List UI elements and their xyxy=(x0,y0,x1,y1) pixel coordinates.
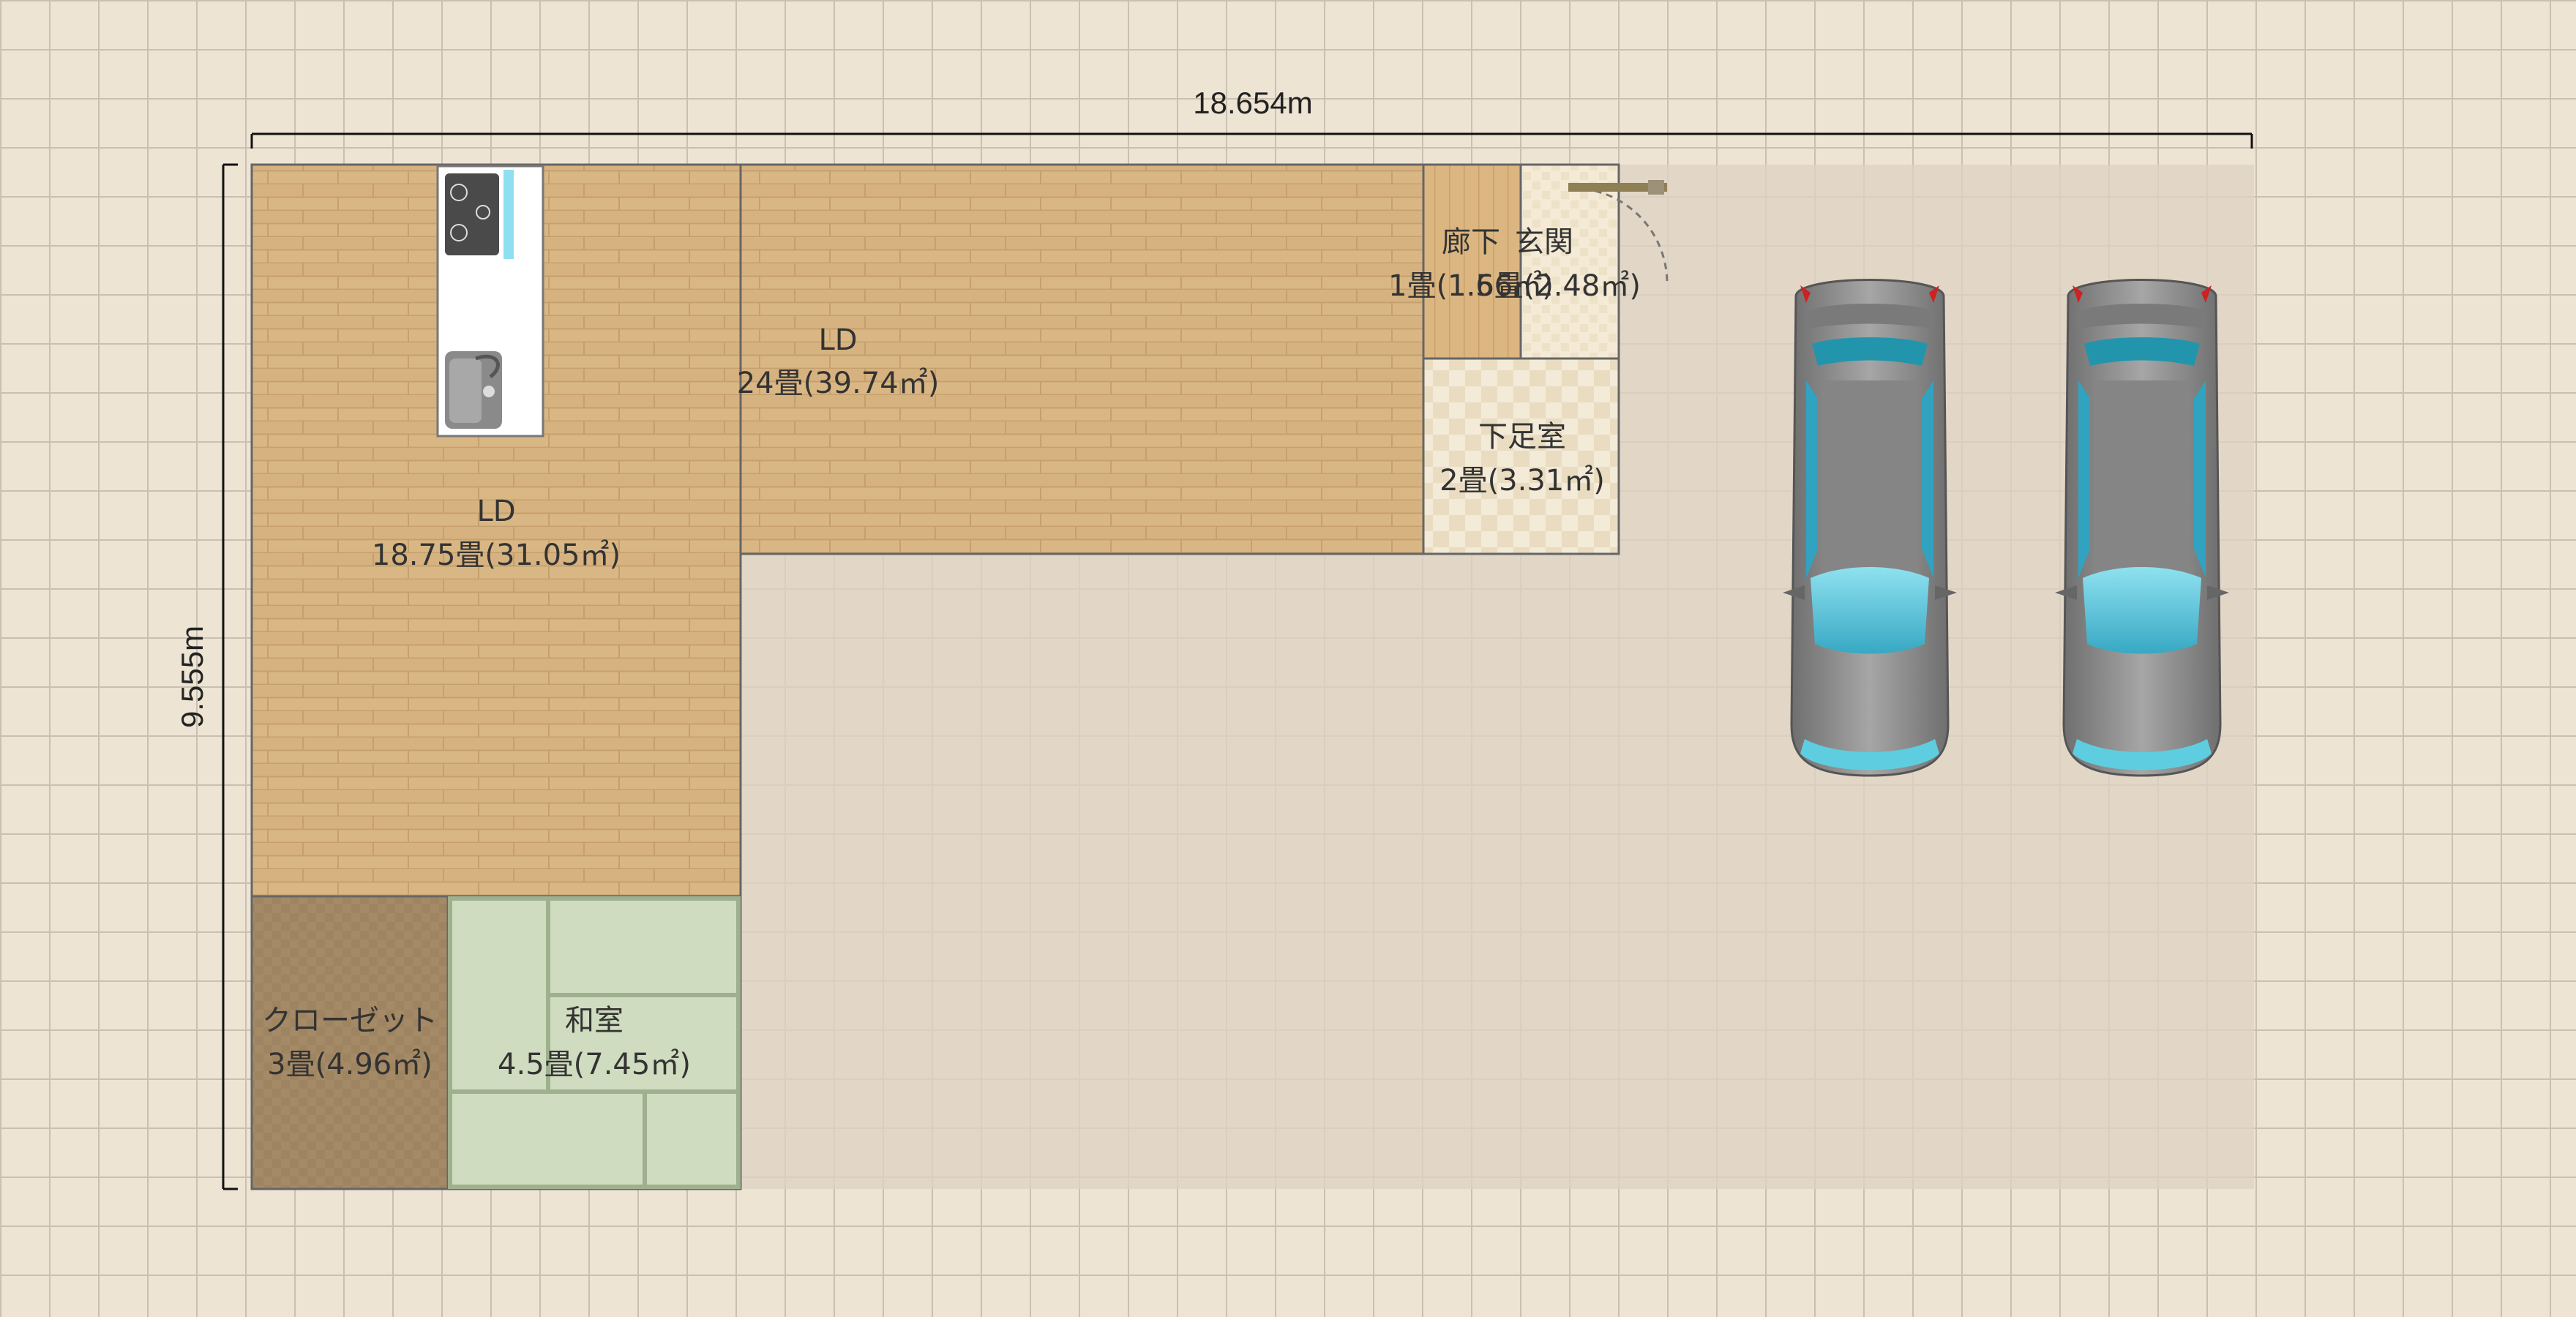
stove-icon xyxy=(445,170,514,259)
room-closet[interactable] xyxy=(250,895,449,1190)
room-washitsu[interactable] xyxy=(446,895,742,1190)
width-dimension-label: 18.654m xyxy=(1193,86,1312,120)
ld-upper-area: 24畳(39.74㎡) xyxy=(737,367,940,400)
kitchen-counter[interactable] xyxy=(436,165,544,438)
height-dimension: 9.555m xyxy=(175,163,238,1190)
room-entrance[interactable] xyxy=(1519,163,1620,360)
hallway-name: 廊下 xyxy=(1442,225,1500,259)
closet-name: クローゼット xyxy=(262,1004,438,1038)
ld-upper-name: LD xyxy=(818,323,857,357)
entrance-name: 玄関 xyxy=(1515,225,1573,259)
shoe-room-name: 下足室 xyxy=(1478,420,1566,454)
car-icon xyxy=(2053,279,2231,777)
room-shoe-room[interactable] xyxy=(1422,357,1620,555)
room-hallway[interactable] xyxy=(1422,163,1522,360)
width-dimension: 18.654m xyxy=(250,86,2253,149)
closet-area: 3畳(4.96㎡) xyxy=(267,1048,433,1081)
washitsu-area: 4.5畳(7.45㎡) xyxy=(498,1048,691,1081)
height-dimension-label: 9.555m xyxy=(175,626,209,728)
room-ld-upper[interactable] xyxy=(739,163,1425,555)
entrance-area: 1.5畳(2.48㎡) xyxy=(1448,269,1641,303)
ld-main-name: LD xyxy=(476,495,515,528)
ld-main-area: 18.75畳(31.05㎡) xyxy=(372,539,621,572)
hallway-area: 1畳(1.66㎡) xyxy=(1388,269,1554,303)
shoe-room-area: 2畳(3.31㎡) xyxy=(1439,464,1605,498)
car-icon xyxy=(1781,279,1958,777)
entrance-door[interactable] xyxy=(1568,180,1669,284)
sink-icon xyxy=(445,351,502,429)
washitsu-name: 和室 xyxy=(565,1004,624,1038)
